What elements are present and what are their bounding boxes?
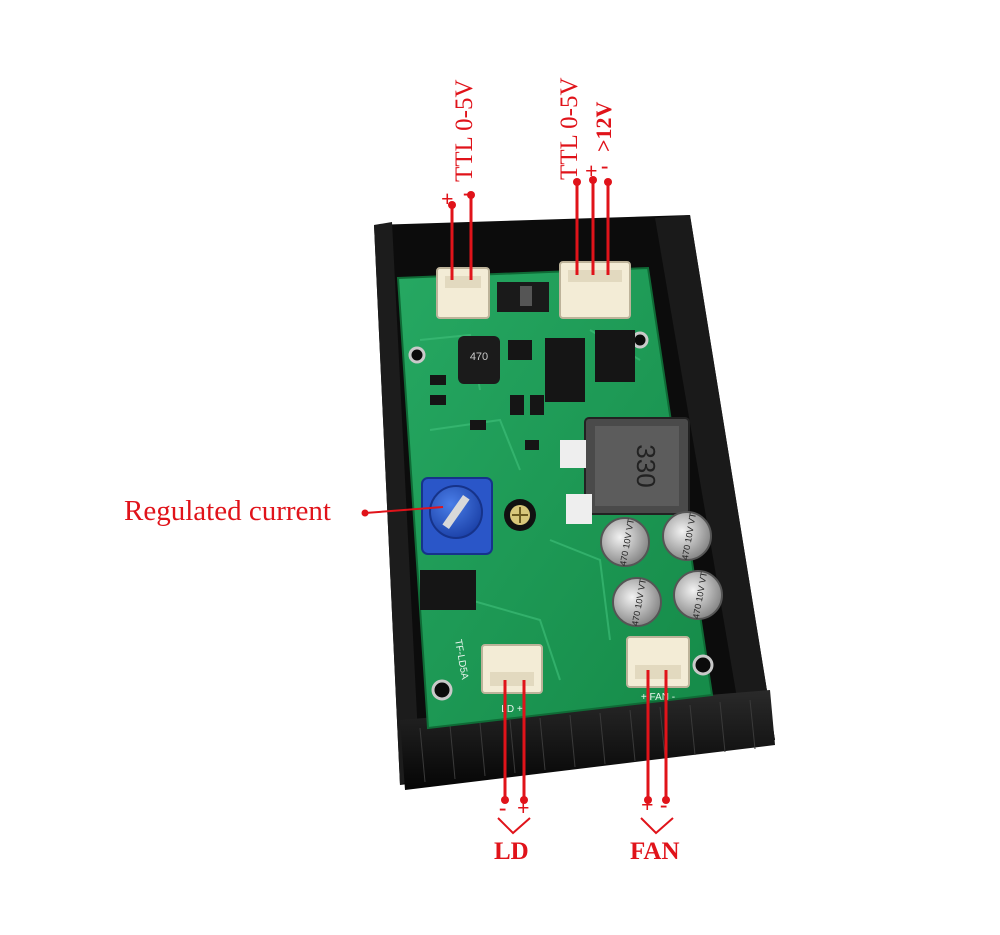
ld-minus-sign: - xyxy=(499,795,507,820)
ttl-connector-left xyxy=(436,267,490,319)
ld-plus-sign: + xyxy=(517,795,530,820)
capacitor-4: 470 10V VT xyxy=(673,570,723,620)
inductor-330: 330 xyxy=(584,417,690,515)
ld-label: LD xyxy=(494,838,529,865)
silk-fan: + FAN - xyxy=(641,692,675,703)
slide-switch xyxy=(497,282,549,312)
inductor-small-text: 470 xyxy=(470,351,488,363)
silk-ld: LD + xyxy=(501,704,523,715)
fan-connector: + FAN - xyxy=(626,636,690,703)
v12-text: >12V xyxy=(591,101,616,152)
annotation-lines xyxy=(361,176,670,804)
ttl-left-text: TTL 0-5V xyxy=(451,79,478,182)
v12-label: >12V xyxy=(591,101,616,152)
ttl-power-connector xyxy=(559,261,631,319)
ttl-right-plus-sign: + xyxy=(585,158,598,183)
inductor-470: 470 xyxy=(458,336,500,384)
ttl-right-text: TTL 0-5V xyxy=(556,77,583,180)
bracket-lines xyxy=(497,817,674,835)
capacitor-3: 470 10V VT xyxy=(612,577,662,627)
fan-plus-sign: + xyxy=(641,792,654,817)
inductor-large-text: 330 xyxy=(631,444,661,487)
regulated-current-label: Regulated current xyxy=(124,495,331,527)
fan-minus-sign: - xyxy=(660,792,668,817)
capacitor-2: 470 10V VT xyxy=(662,511,712,561)
ttl-right-label: TTL 0-5V xyxy=(556,77,583,180)
ttl-right-minus-sign: - xyxy=(601,153,609,178)
fan-label: FAN xyxy=(630,838,680,865)
ttl-left-label: TTL 0-5V xyxy=(451,79,478,182)
ttl-left-minus-sign: - xyxy=(463,180,471,205)
potentiometer xyxy=(421,477,493,555)
ttl-left-plus-sign: + xyxy=(441,186,454,211)
capacitor-1: 470 10V VT xyxy=(600,517,650,567)
